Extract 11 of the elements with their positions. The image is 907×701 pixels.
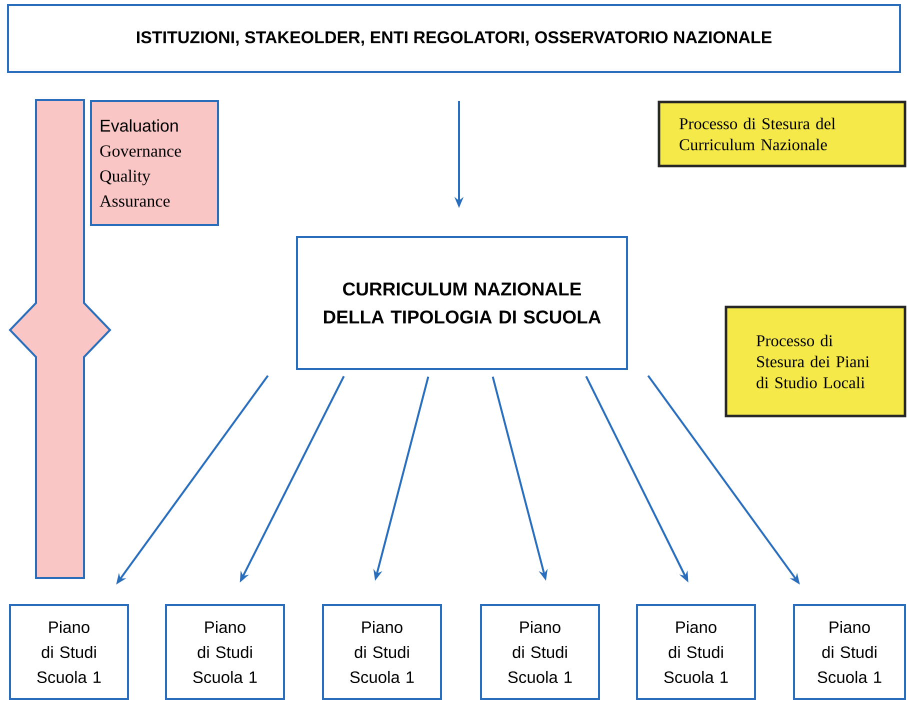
curriculum-box: CURRICULUM NAZIONALE DELLA TIPOLOGIA DI SCUOLA: [296, 236, 628, 370]
study-plan-box: Piano di Studi Scuola 1: [480, 604, 600, 700]
evaluation-box: Evaluation Governance Quality Assurance: [90, 100, 219, 226]
process-note-box: Processo di Stesura del Curriculum Nazionale: [658, 100, 906, 168]
study-plan-box: Piano di Studi Scuola 1: [165, 604, 285, 700]
study-plan-box: Piano di Studi Scuola 1: [636, 604, 756, 700]
header-box: ISTITUZIONI, STAKEOLDER, ENTI REGOLATORI, OSSERVATORIO NAZIONALE: [7, 4, 901, 73]
study-plan-box: Piano di Studi Scuola 1: [322, 604, 442, 700]
study-plan-box: Piano di Studi Scuola 1: [9, 604, 129, 700]
study-plan-box: Piano di Studi Scuola 1: [793, 604, 906, 700]
process-note-box: Processo di Stesura dei Piani di Studio Locali: [724, 306, 906, 418]
